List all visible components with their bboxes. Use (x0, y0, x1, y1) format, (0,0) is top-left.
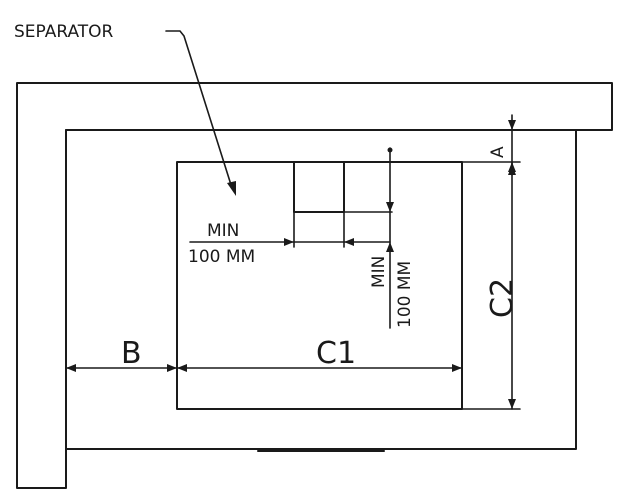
separator-leader-arrowhead (227, 181, 236, 196)
mm-h-label: 100 MM (188, 247, 255, 267)
separator-label: SEPARATOR (14, 22, 114, 42)
dim-c1-label: C1 (316, 336, 356, 371)
dim-b-arrow-left (66, 364, 76, 372)
dim-c2-arrow-bottom (508, 399, 516, 409)
outer-wall-outline (16, 82, 613, 489)
min-v-label: MIN (369, 256, 389, 288)
min-v-arrow-top (386, 202, 394, 212)
mm-v-label: 100 MM (395, 261, 415, 328)
min-h-label: MIN (207, 221, 239, 241)
dim-c1-arrow-left (177, 364, 187, 372)
dim-b-label: B (121, 336, 142, 371)
dim-b-arrow-right (167, 364, 177, 372)
unit-outline (176, 161, 463, 410)
separator-box (293, 161, 345, 213)
min-v-dot (387, 147, 393, 153)
separator-leader-line (165, 30, 233, 189)
min-h-arrow-left (284, 238, 294, 246)
dim-a-arrow-top (508, 120, 516, 130)
dim-c1-arrow-right (452, 364, 462, 372)
dim-c2-label: C2 (485, 278, 520, 318)
dim-a-label: A (488, 146, 508, 158)
min-h-arrow-right (344, 238, 354, 246)
dim-c2-arrow-top (508, 165, 516, 175)
min-v-arrow-bottom (386, 242, 394, 252)
